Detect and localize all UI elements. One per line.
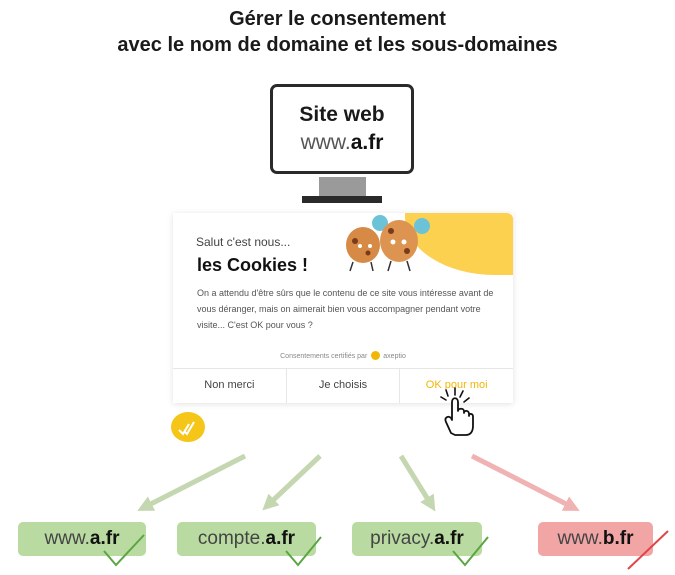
certified-label: Consentements certifiés par bbox=[280, 353, 368, 360]
domain-compte-a-fr: compte.a.fr bbox=[177, 522, 316, 556]
cross-icon bbox=[627, 530, 669, 570]
cookie-mascots-icon bbox=[346, 215, 430, 272]
monitor-screen: Site web www.a.fr bbox=[270, 84, 414, 174]
domain-www-a-fr: www.a.fr bbox=[18, 522, 146, 556]
domain-prefix: www. bbox=[44, 528, 90, 549]
check-icon bbox=[452, 536, 489, 567]
monitor-foot bbox=[302, 196, 382, 203]
domain-main: a.fr bbox=[89, 528, 120, 549]
choose-button[interactable]: Je choisis bbox=[287, 369, 401, 403]
domain-www-b-fr: www.b.fr bbox=[538, 522, 653, 556]
hand-cursor-icon bbox=[440, 387, 474, 436]
arrow-to-privacy-a bbox=[398, 454, 436, 512]
axeptio-badge-icon[interactable] bbox=[171, 412, 205, 442]
banner-certification: Consentements certifiés par axeptio bbox=[173, 351, 513, 360]
domain-privacy-a-fr: privacy.a.fr bbox=[352, 522, 482, 556]
arrow-to-compte-a bbox=[262, 454, 322, 511]
check-icon bbox=[285, 536, 322, 567]
check-icon bbox=[103, 534, 145, 567]
domain-main: a.fr bbox=[434, 528, 464, 549]
accept-button[interactable]: OK pour moi bbox=[425, 379, 488, 391]
banner-heading: les Cookies ! bbox=[197, 255, 309, 275]
diagram-title-line1: Gérer le consentement bbox=[229, 8, 446, 30]
arrow-to-www-a bbox=[137, 453, 247, 511]
arrow-to-www-b bbox=[470, 453, 580, 511]
monitor-domain-main: a.fr bbox=[350, 131, 384, 154]
refuse-button[interactable]: Non merci bbox=[173, 369, 287, 403]
diagram-title-line2: avec le nom de domaine et les sous-domai… bbox=[117, 34, 558, 56]
monitor-neck bbox=[319, 177, 366, 197]
cookie-banner: Salut c'est nous... les Cookies ! On a a… bbox=[173, 213, 513, 403]
domain-prefix: www. bbox=[557, 528, 603, 549]
monitor-domain: www.a.fr bbox=[273, 131, 411, 155]
axeptio-logo-icon bbox=[371, 351, 381, 360]
domain-prefix: privacy. bbox=[370, 528, 435, 549]
domain-main: b.fr bbox=[602, 528, 634, 549]
banner-body: On a attendu d'être sûrs que le contenu … bbox=[197, 288, 494, 330]
monitor-domain-prefix: www. bbox=[300, 131, 351, 154]
certified-brand: axeptio bbox=[383, 353, 406, 360]
banner-greeting: Salut c'est nous... bbox=[196, 235, 291, 249]
domain-prefix: compte. bbox=[197, 528, 266, 549]
domain-main: a.fr bbox=[265, 528, 296, 549]
monitor-label: Site web bbox=[299, 103, 385, 126]
banner-button-row: Non merci Je choisis OK pour moi bbox=[173, 368, 513, 403]
